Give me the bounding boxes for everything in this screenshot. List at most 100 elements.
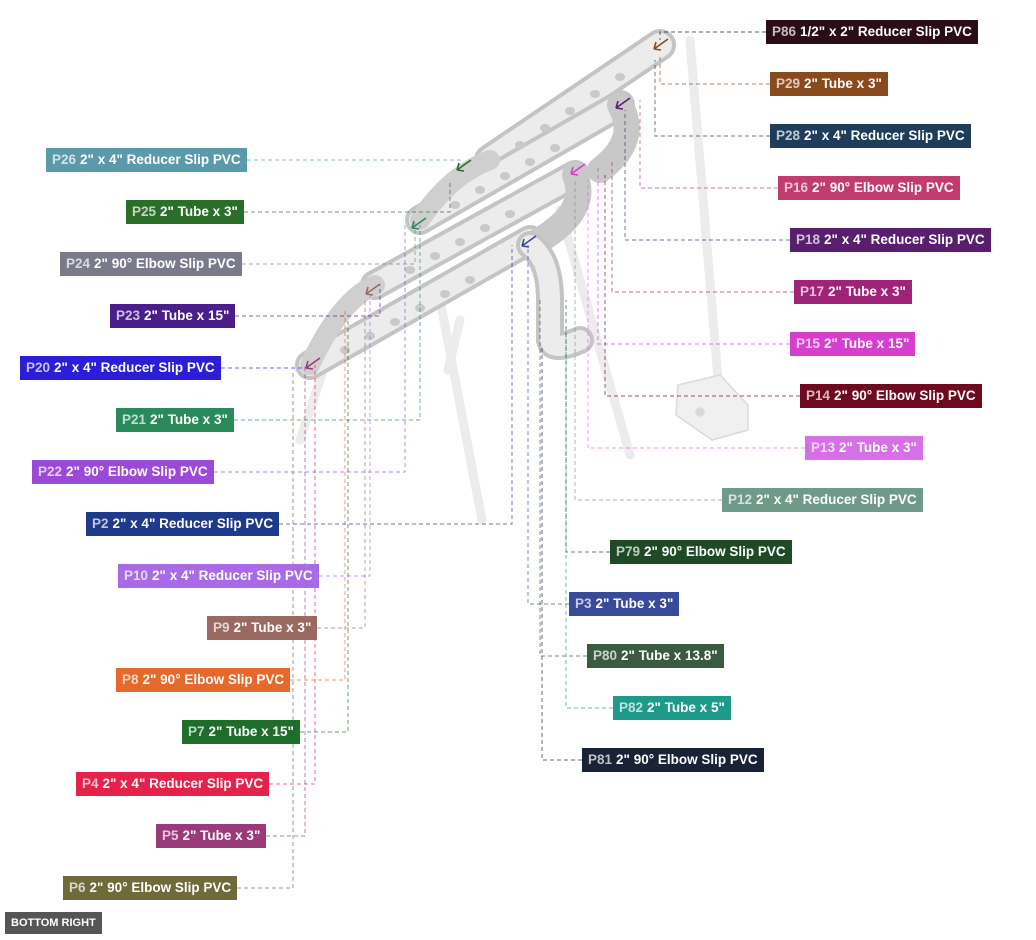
part-name: 2" Tube x 15" — [208, 724, 294, 739]
part-name: 2" Tube x 15" — [824, 336, 910, 351]
part-name: 2" x 4" Reducer Slip PVC — [152, 568, 313, 583]
leader-lines — [214, 31, 805, 889]
direction-arrow-icon — [456, 159, 472, 172]
part-id: P25 — [132, 204, 157, 219]
leader-line-p15 — [597, 168, 790, 345]
pvc-pipes — [295, 29, 676, 380]
leader-line-p12 — [574, 180, 722, 501]
direction-arrow-icon — [570, 163, 586, 176]
part-id: P13 — [811, 440, 836, 455]
leader-line-p28 — [654, 60, 770, 137]
part-id: P86 — [772, 24, 797, 39]
part-name: 2" 90° Elbow Slip PVC — [66, 464, 208, 479]
leader-line-p26 — [247, 159, 461, 165]
part-name: 2" Tube x 13.8" — [621, 648, 718, 663]
part-id: P15 — [796, 336, 821, 351]
leader-line-p80 — [539, 300, 587, 657]
part-name: 2" Tube x 15" — [144, 308, 230, 323]
part-name: 2" Tube x 3" — [160, 204, 238, 219]
view-orientation-button[interactable]: BOTTOM RIGHT — [5, 912, 102, 934]
leader-line-p10 — [319, 290, 371, 577]
direction-arrow-icon — [615, 97, 631, 110]
part-name: 2" x 4" Reducer Slip PVC — [102, 776, 264, 791]
leader-line-p81 — [541, 345, 582, 761]
leader-line-p25 — [244, 180, 451, 213]
leader-line-p22 — [214, 225, 406, 473]
part-id: P23 — [116, 308, 141, 323]
part-name: 2" x 4" Reducer Slip PVC — [756, 492, 917, 507]
part-name: 2" x 4" Reducer Slip PVC — [804, 128, 965, 143]
part-id: P8 — [122, 672, 139, 687]
direction-arrow-icon — [365, 283, 381, 296]
leader-line-p86 — [659, 31, 766, 40]
part-id: P5 — [162, 828, 179, 843]
part-name: 2" Tube x 5" — [647, 700, 725, 715]
part-name: 2" Tube x 3" — [804, 76, 882, 91]
part-name: 2" 90° Elbow Slip PVC — [834, 388, 976, 403]
part-id: P17 — [800, 284, 825, 299]
part-name: 2" Tube x 3" — [150, 412, 228, 427]
part-id: P3 — [575, 596, 592, 611]
direction-arrow-icon — [411, 217, 427, 230]
leader-line-p16 — [639, 100, 778, 189]
leader-line-p24 — [242, 220, 416, 265]
part-id: P81 — [588, 752, 613, 767]
part-name: 2" Tube x 3" — [182, 828, 261, 843]
part-id: P28 — [776, 128, 801, 143]
part-id: P24 — [66, 256, 91, 271]
leader-line-p4 — [269, 365, 316, 785]
part-id: P22 — [38, 464, 63, 479]
leader-line-p8 — [290, 310, 346, 681]
part-id: P29 — [776, 76, 801, 91]
part-name: 2" x 4" Reducer Slip PVC — [80, 152, 241, 167]
mounting-bracket — [675, 374, 749, 441]
part-id: P80 — [593, 648, 618, 663]
part-name: 2" Tube x 3" — [233, 620, 312, 635]
part-id: P82 — [619, 700, 644, 715]
part-id: P12 — [728, 492, 753, 507]
leader-line-p2 — [279, 245, 513, 525]
leader-line-p9 — [317, 300, 366, 629]
pipe-holes — [340, 73, 625, 354]
direction-arrow-icon — [521, 235, 537, 248]
leader-line-p17 — [611, 160, 794, 293]
part-name: 2" 90° Elbow Slip PVC — [616, 752, 758, 767]
part-name: 1/2" x 2" Reducer Slip PVC — [800, 24, 972, 39]
part-name: 2" 90° Elbow Slip PVC — [142, 672, 285, 687]
part-name: 2" 90° Elbow Slip PVC — [89, 880, 232, 895]
leader-line-p18 — [624, 110, 790, 241]
leader-line-p82 — [565, 330, 613, 709]
leader-line-p7 — [300, 320, 349, 733]
